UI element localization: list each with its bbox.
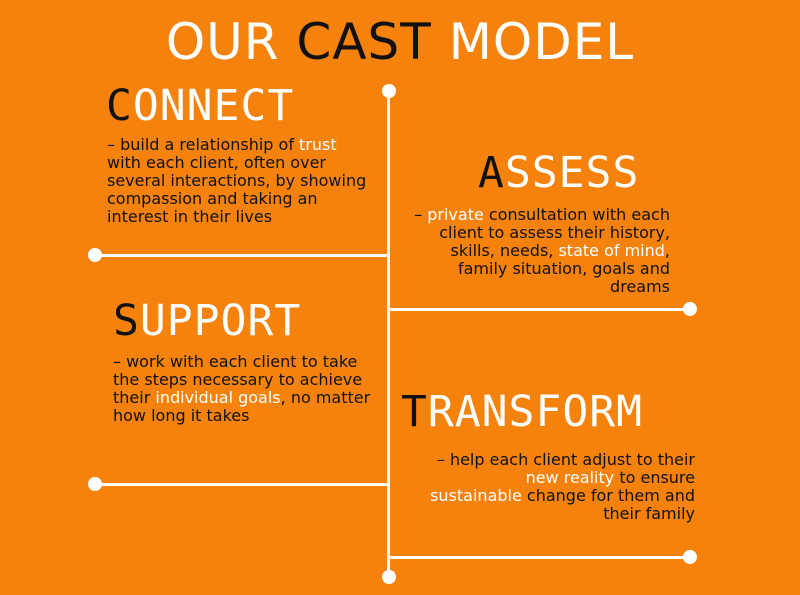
- support-description: – work with each client to take the step…: [113, 353, 375, 425]
- description-text: , no matter how long it takes: [113, 388, 371, 425]
- highlighted-term: sustainable: [430, 486, 522, 505]
- description-text: change for them and their family: [521, 486, 695, 523]
- description-text: consultation with each client to assess …: [439, 205, 670, 260]
- transform-branch-dot: [683, 550, 697, 564]
- connect-branch-dot: [88, 248, 102, 262]
- assess-branch-dot: [683, 302, 697, 316]
- connect-description: – build a relationship of trust with eac…: [107, 136, 372, 226]
- timeline-bottom-dot: [382, 570, 396, 584]
- description-text: to ensure: [614, 468, 695, 487]
- assess-heading: ASSESS: [478, 148, 640, 198]
- description-text: – help each client adjust to their: [436, 450, 695, 469]
- support-branch-dot: [88, 477, 102, 491]
- support-heading: SUPPORT: [113, 296, 302, 346]
- description-text: – work with each client to take the step…: [113, 352, 363, 407]
- highlighted-term: state of mind: [558, 241, 665, 260]
- highlighted-term: private: [427, 205, 484, 224]
- description-text: – build a relationship of: [107, 135, 300, 154]
- transform-heading: TRANSFORM: [401, 387, 643, 437]
- highlighted-term: individual goals: [155, 388, 281, 407]
- connect-heading: CONNECT: [106, 81, 295, 131]
- timeline-top-dot: [382, 84, 396, 98]
- connect-branch-line: [95, 254, 389, 257]
- description-text: –: [414, 205, 428, 224]
- assess-description: – private consultation with each client …: [404, 206, 670, 296]
- support-branch-line: [95, 483, 389, 486]
- highlighted-term: trust: [299, 135, 337, 154]
- assess-branch-line: [388, 308, 690, 311]
- timeline-spine: [387, 91, 390, 577]
- highlighted-term: new reality: [525, 468, 615, 487]
- transform-description: – help each client adjust to their new r…: [430, 451, 695, 523]
- page-title: OUR CAST MODEL: [165, 13, 635, 71]
- description-text: , family situation, goals and dreams: [457, 241, 670, 296]
- description-text: with each client, often over several int…: [107, 153, 367, 226]
- transform-branch-line: [388, 556, 690, 559]
